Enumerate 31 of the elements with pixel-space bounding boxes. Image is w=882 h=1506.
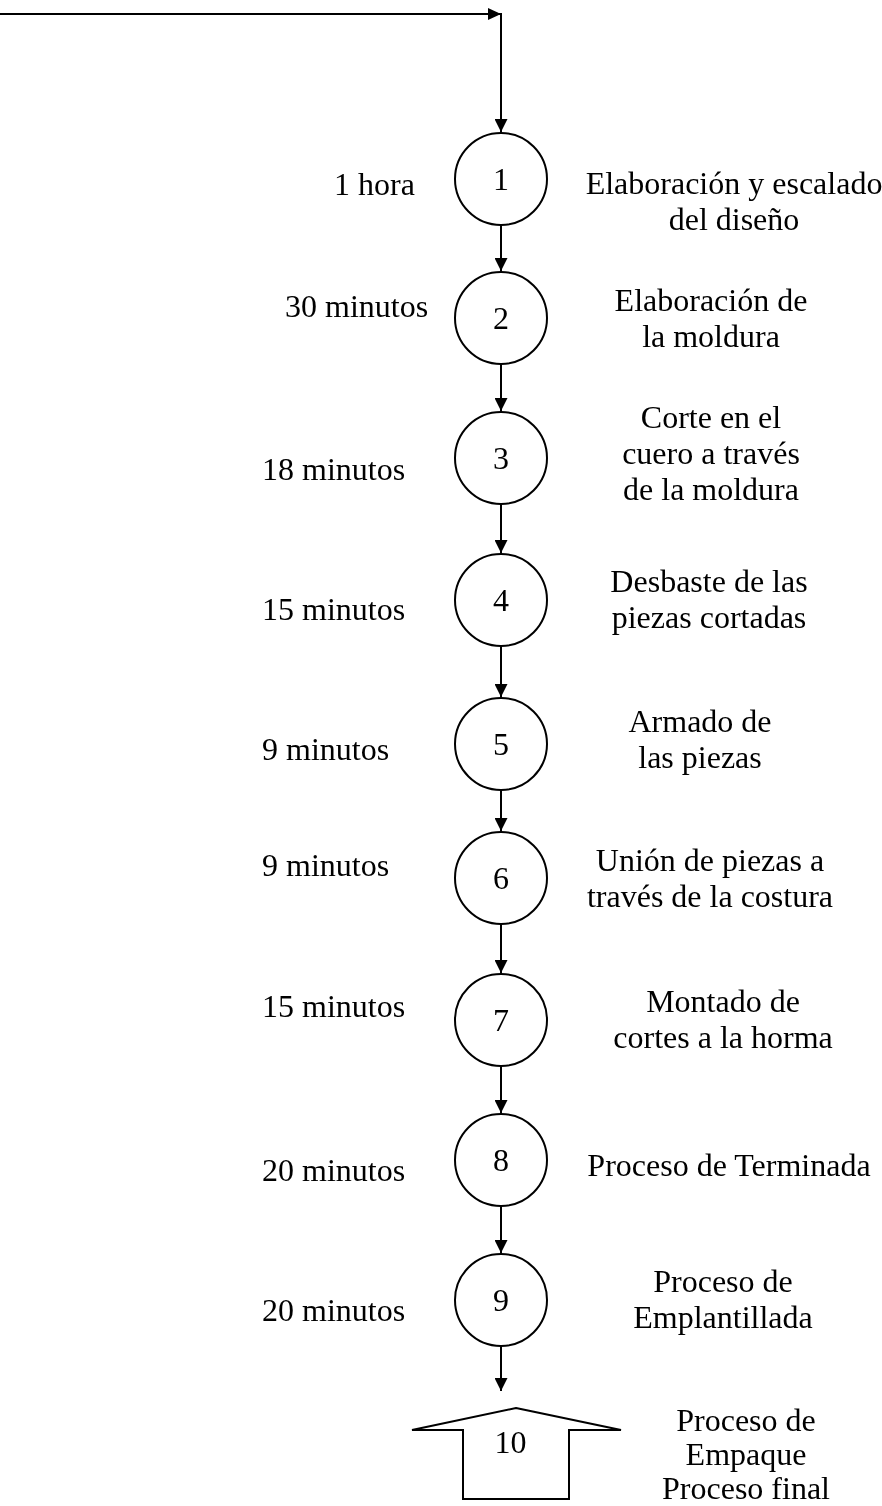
duration-label: 30 minutos	[285, 288, 429, 324]
step-description: Unión de piezas a través de la costura	[585, 842, 835, 914]
step-number: 9	[493, 1284, 509, 1316]
step-description: Proceso de Emplantillada	[632, 1263, 814, 1335]
step-number: 3	[493, 442, 509, 474]
duration-label: 18 minutos	[262, 451, 406, 487]
step-description: Proceso final	[661, 1471, 831, 1505]
duration-label: 9 minutos	[262, 847, 390, 883]
step-description: Proceso de Terminada	[586, 1147, 872, 1183]
duration-label: 1 hora	[334, 166, 415, 202]
step-description: Proceso de Empaque	[675, 1403, 817, 1471]
step-number: 7	[493, 1004, 509, 1036]
step-number: 2	[493, 302, 509, 334]
step-number: 1	[493, 163, 509, 195]
step-description: Armado de las piezas	[627, 703, 773, 775]
step-number: 10	[494, 1425, 527, 1458]
duration-label: 15 minutos	[262, 988, 406, 1024]
step-description: Elaboración y escalado del diseño	[584, 165, 882, 237]
step-number: 4	[493, 584, 509, 616]
step-description: Corte en el cuero a través de la moldura	[621, 399, 801, 507]
step-description: Elaboración de la moldura	[613, 282, 809, 354]
step-number: 6	[493, 862, 509, 894]
step-description: Desbaste de las piezas cortadas	[609, 563, 809, 635]
duration-label: 9 minutos	[262, 731, 390, 767]
step-number: 5	[493, 728, 509, 760]
step-number: 8	[493, 1144, 509, 1176]
duration-label: 15 minutos	[262, 591, 406, 627]
step-description: Montado de cortes a la horma	[612, 983, 834, 1055]
up-arrow-shape	[411, 1407, 622, 1500]
duration-label: 20 minutos	[262, 1292, 406, 1328]
duration-label: 20 minutos	[262, 1152, 406, 1188]
